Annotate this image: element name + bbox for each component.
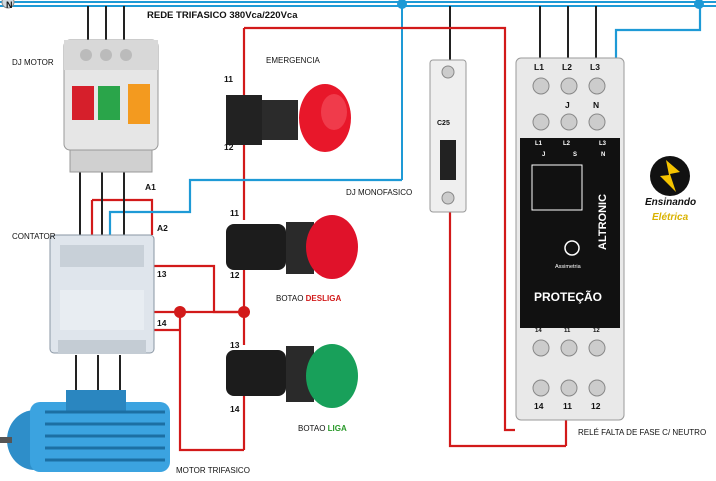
brand-logo: [650, 156, 690, 196]
stop-button: [226, 215, 358, 279]
control-wires: [90, 26, 568, 452]
relay-panel-s: S: [573, 152, 578, 158]
single-phase-breaker: [429, 59, 467, 213]
relay-panel-l3: L3: [599, 141, 607, 147]
emergencia-terminal-11: 11: [224, 74, 233, 84]
relay-panel-11: 11: [564, 328, 571, 334]
logo-line2: Elétrica: [652, 212, 689, 223]
liga-terminal-14: 14: [230, 404, 240, 414]
motor-wires: [75, 170, 125, 395]
junction-dot: [238, 306, 250, 318]
dj-monofasico-label: DJ MONOFASICO: [346, 188, 413, 197]
emergencia-label: EMERGENCIA: [266, 56, 320, 65]
desliga-terminal-11: 11: [230, 208, 239, 218]
contator-label: CONTATOR: [12, 232, 56, 241]
relay-mid-j: J: [565, 100, 570, 110]
relay-panel-12: 12: [593, 328, 600, 334]
relay-top-l3: L3: [590, 62, 600, 72]
junction-dot: [174, 306, 186, 318]
terminal-a2: A2: [157, 223, 168, 233]
logo-line1: Ensinando: [645, 197, 697, 208]
botao-desliga-prefix: BOTAO: [276, 294, 304, 303]
relay-subtitle: Assimetria: [555, 264, 581, 270]
relay-bottom-11: 11: [563, 401, 572, 411]
start-button: [226, 344, 358, 408]
neutral-label: N: [6, 0, 13, 10]
botao-desliga-word: DESLIGA: [305, 294, 342, 303]
breaker-mono-rating: C25: [437, 120, 450, 127]
relay-protecao: PROTEÇÃO: [534, 290, 603, 304]
relay-panel-14: 14: [535, 328, 542, 334]
relay-bottom-14: 14: [534, 401, 544, 411]
relay-top-l2: L2: [562, 62, 572, 72]
botao-liga-word: LIGA: [327, 424, 347, 433]
terminal-14: 14: [157, 318, 167, 328]
motor-breaker: [63, 39, 159, 173]
relay-top-l1: L1: [534, 62, 544, 72]
emergencia-terminal-12: 12: [224, 142, 234, 152]
neutral-wires: [108, 6, 702, 235]
relay-panel-n: N: [601, 152, 606, 158]
dj-motor-label: DJ MOTOR: [12, 58, 54, 67]
botao-liga-label: BOTAO LIGA: [298, 424, 347, 433]
three-phase-motor: [0, 390, 170, 472]
junction-dot: [694, 0, 704, 9]
botao-desliga-label: BOTAO DESLIGA: [276, 294, 341, 303]
relay-bottom-12: 12: [591, 401, 601, 411]
phase-bus: [0, 1, 716, 7]
contactor: [49, 234, 155, 354]
rele-label: RELÉ FALTA DE FASE C/ NEUTRO: [578, 428, 707, 437]
terminal-a1: A1: [145, 182, 156, 192]
supply-wires: [87, 6, 597, 60]
relay-brand: ALTRONIC: [597, 193, 609, 250]
relay-panel-j: J: [542, 152, 546, 158]
phase-relay: [515, 57, 625, 421]
liga-terminal-13: 13: [230, 340, 240, 350]
desliga-terminal-12: 12: [230, 270, 240, 280]
botao-liga-prefix: BOTAO: [298, 424, 326, 433]
emergency-button: [226, 84, 351, 152]
relay-panel-l1: L1: [535, 141, 543, 147]
terminal-13: 13: [157, 269, 167, 279]
terminal-cap: [1, 0, 15, 9]
motor-trifasico-label: MOTOR TRIFASICO: [176, 466, 250, 475]
relay-panel-l2: L2: [563, 141, 571, 147]
junction-dot: [397, 0, 407, 9]
relay-mid-n: N: [593, 100, 600, 110]
diagram-title: REDE TRIFASICO 380Vca/220Vca: [147, 10, 298, 21]
